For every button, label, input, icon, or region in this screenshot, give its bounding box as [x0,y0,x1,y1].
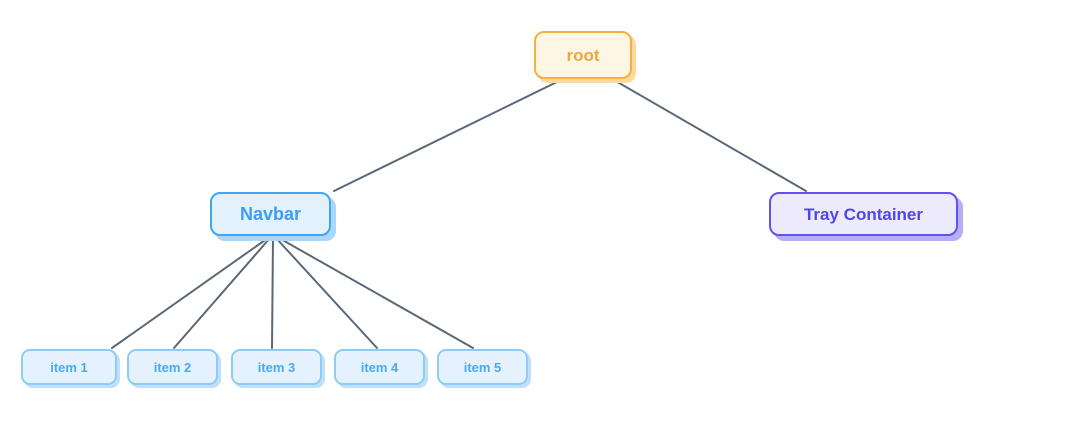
node-root-label: root [566,45,600,65]
node-item4-label: item 4 [360,359,399,375]
edge-navbar-to-item5 [278,237,474,349]
node-item2-label: item 2 [153,359,192,375]
node-tray-label: Tray Container [803,204,924,224]
node-navbar[interactable]: Navbar [210,192,331,236]
edge-navbar-to-item1 [111,237,269,349]
node-item1-label: item 1 [50,359,88,375]
node-item5[interactable]: item 5 [437,349,528,385]
node-item5-label: item 5 [463,359,502,375]
edge-navbar-to-item4 [275,237,378,349]
edge-root-to-tray [613,79,807,192]
node-tray[interactable]: Tray Container [769,192,958,236]
edge-navbar-to-item3 [271,237,274,349]
node-root[interactable]: root [534,31,632,79]
node-item1[interactable]: item 1 [21,349,117,385]
node-item2[interactable]: item 2 [127,349,218,385]
edge-root-to-navbar [333,79,562,192]
edge-navbar-to-item2 [173,237,271,349]
node-navbar-label: Navbar [239,204,302,224]
node-item3-label: item 3 [257,359,296,375]
node-item3[interactable]: item 3 [231,349,322,385]
node-item4[interactable]: item 4 [334,349,425,385]
